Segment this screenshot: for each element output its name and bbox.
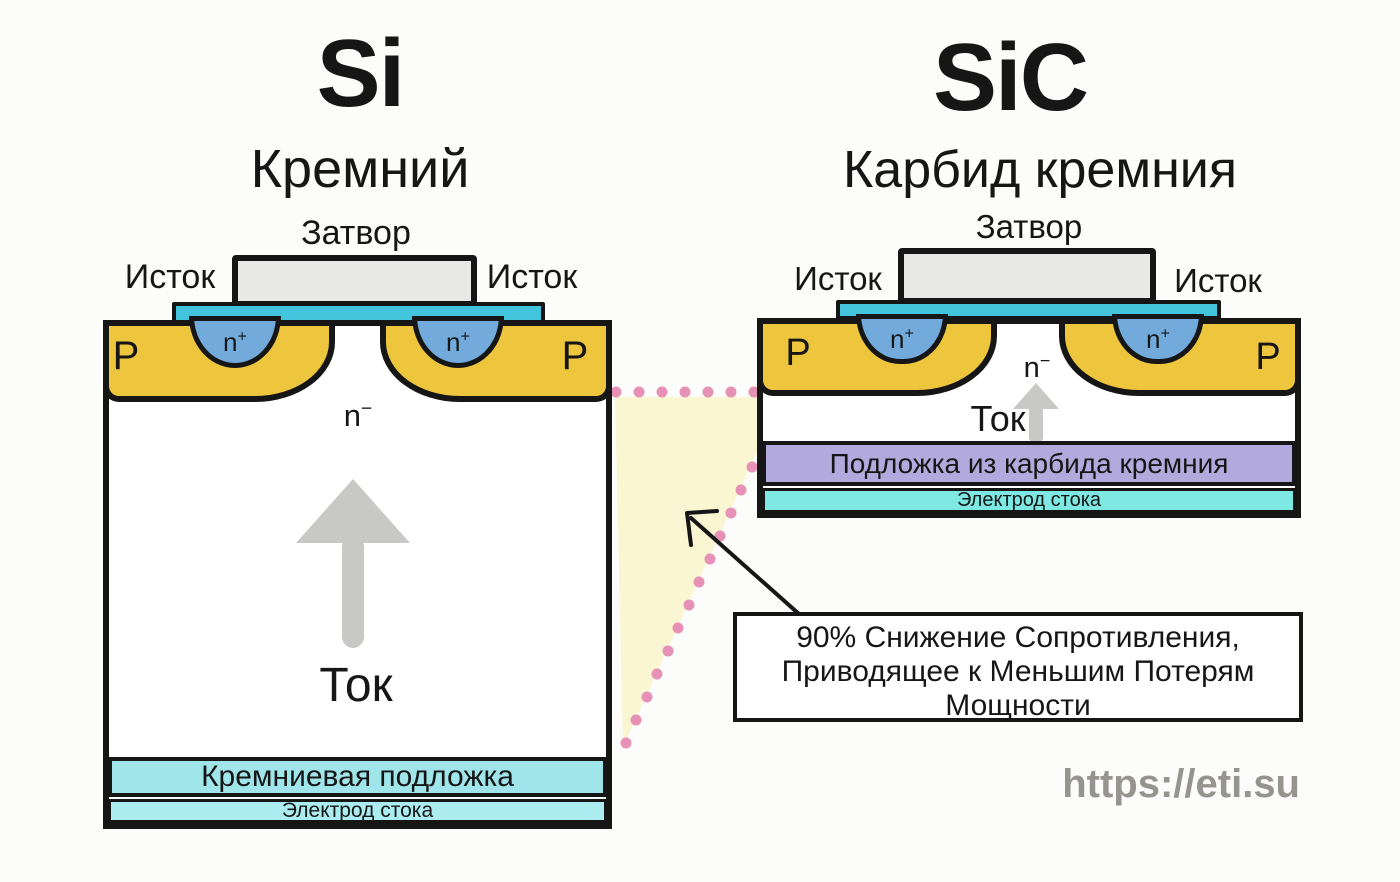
sic-nplus-left-label: n+ (890, 323, 914, 354)
si-drain-electrode-band: Электрод стока (108, 799, 607, 823)
sic-substrate-band: Подложка из карбида кремния (762, 441, 1296, 486)
si-nplus-left-label: n+ (223, 326, 247, 357)
si-substrate-label: Кремниевая подложка (201, 760, 514, 793)
si-title: Si (316, 20, 406, 127)
si-material-name: Кремний (250, 139, 470, 199)
dotted-boundary-top (610, 386, 760, 398)
sic-current-arrow-shaft (1029, 402, 1043, 444)
si-drain-electrode-label: Электрод стока (281, 799, 434, 822)
si-gate-label: Затвор (301, 214, 411, 252)
si-source-right-label: Исток (486, 258, 578, 296)
sic-p-left-label: P (785, 332, 811, 374)
si-nminus-label: n− (343, 398, 373, 433)
callout-arrow (685, 509, 801, 616)
sic-material-name: Карбид кремния (842, 141, 1237, 199)
sic-gate-electrode (898, 248, 1156, 304)
callout-line-3: Мощности (945, 689, 1091, 722)
sic-nminus-label: n− (1023, 350, 1051, 384)
callout-line-1: 90% Снижение Сопротивления, (796, 621, 1240, 654)
sic-substrate-label: Подложка из карбида кремния (829, 447, 1229, 479)
sic-nplus-right-label: n+ (1146, 323, 1170, 354)
si-current-arrow-head (296, 476, 410, 543)
si-substrate-band: Кремниевая подложка (108, 757, 607, 797)
dotted-boundary-diagonal (620, 461, 758, 749)
sic-p-right-label: P (1255, 336, 1281, 378)
si-source-left-label: Исток (124, 258, 216, 296)
site-watermark: https://eti.su (1062, 762, 1300, 806)
sic-gate-label: Затвор (975, 208, 1083, 245)
si-p-left-label: P (112, 334, 140, 378)
si-current-arrow-shaft (342, 536, 364, 648)
callout-line-2: Приводящее к Меньшим Потерям (781, 655, 1255, 688)
magnifier-wedge (615, 397, 757, 747)
callout-box: 90% Снижение Сопротивления, Приводящее к… (733, 612, 1303, 722)
sic-drain-electrode-band: Электрод стока (762, 488, 1296, 513)
si-p-right-label: P (561, 334, 589, 378)
sic-title: SiC (932, 24, 1089, 131)
si-current-label: Ток (319, 659, 393, 712)
si-nplus-right-label: n+ (446, 326, 470, 357)
si-gate-electrode (232, 255, 477, 307)
sic-current-label: Ток (970, 398, 1026, 439)
sic-source-right-label: Исток (1174, 262, 1262, 299)
sic-source-left-label: Исток (794, 260, 882, 297)
sic-drain-electrode-label: Электрод стока (956, 489, 1102, 511)
